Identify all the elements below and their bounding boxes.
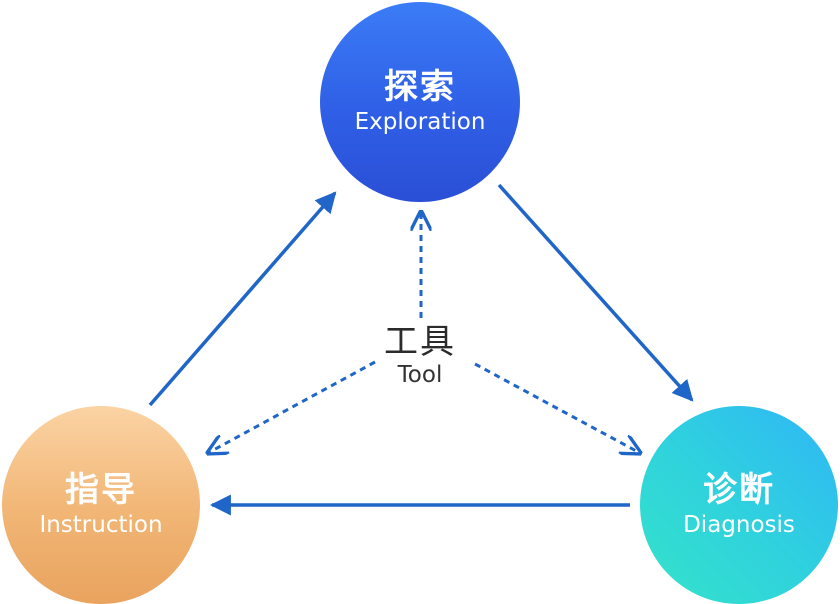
arrow-exploration-to-diagnosis <box>497 183 694 402</box>
center-tool-label: 工具 Tool <box>360 322 480 388</box>
node-instruction: 指导 Instruction <box>2 406 200 604</box>
node-instruction-zh-label: 指导 <box>65 470 137 510</box>
node-exploration-zh-label: 探索 <box>384 67 456 107</box>
node-diagnosis-en-label: Diagnosis <box>683 512 795 538</box>
node-instruction-en-label: Instruction <box>39 512 163 538</box>
dashed-arrow-tool-to-diagnosis <box>474 362 640 453</box>
center-tool-zh-label: 工具 <box>384 322 456 362</box>
node-diagnosis-zh-label: 诊断 <box>703 470 775 510</box>
arrow-instruction-to-exploration <box>148 191 337 407</box>
node-diagnosis: 诊断 Diagnosis <box>640 406 838 604</box>
node-exploration: 探索 Exploration <box>320 2 520 202</box>
node-exploration-en-label: Exploration <box>354 109 486 135</box>
dashed-arrow-tool-to-instruction <box>208 360 376 453</box>
center-tool-en-label: Tool <box>397 362 443 388</box>
